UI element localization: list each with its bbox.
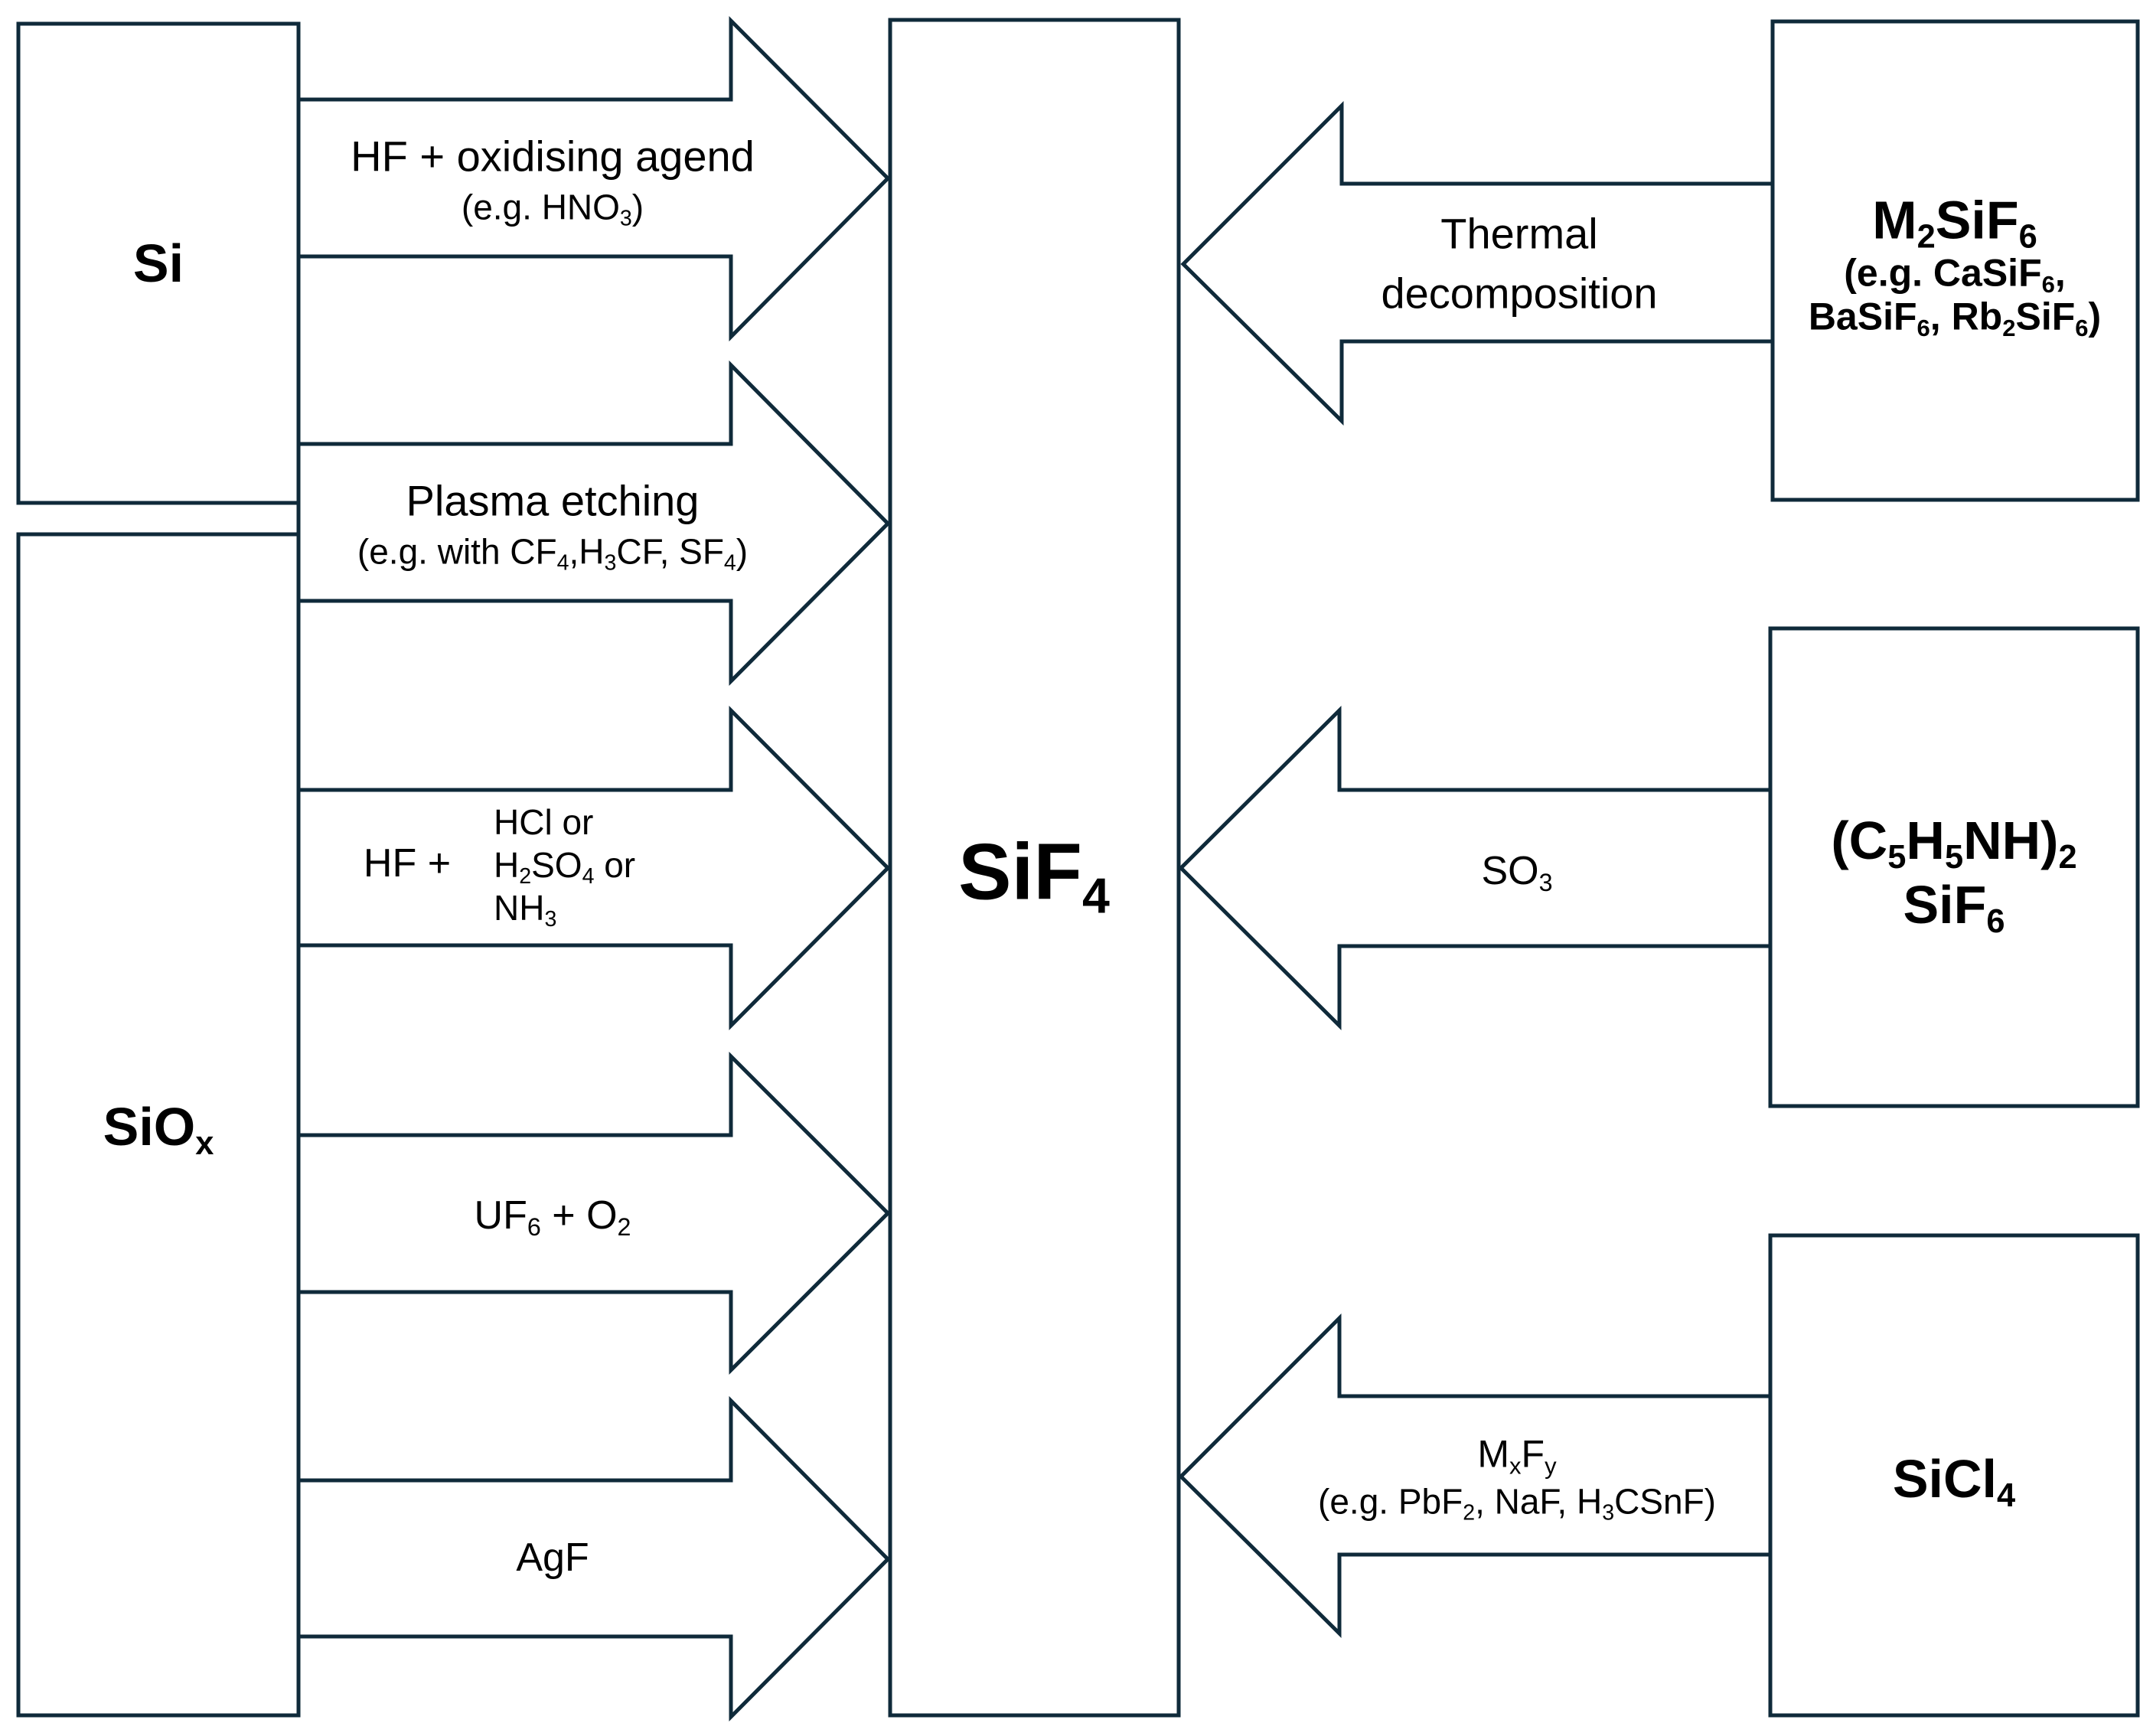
- thermal-decomposition-label: Thermal decomposition: [1381, 209, 1658, 318]
- hf-oxidising-example: (e.g. HNO3): [461, 187, 644, 231]
- plasma-etching-label: Plasma etching (e.g. with CF4,H3CF, SF4): [357, 476, 749, 576]
- siox-label: SiOx: [103, 1097, 214, 1163]
- mxfy-formula: MxFy: [1477, 1432, 1557, 1480]
- hf-acid-nh3: NH3: [494, 888, 557, 932]
- si-box: [16, 21, 301, 505]
- m2sif6-label: M2SiF6 (e.g. CaSiF6, BaSiF6, Rb2SiF6): [1808, 189, 2102, 341]
- m2sif6-example-2: BaSiF6, Rb2SiF6): [1808, 295, 2102, 341]
- m2sif6-box: [1770, 19, 2140, 502]
- hf-acid-h2so4: H2SO4 or: [494, 844, 636, 889]
- arrow-uf6: [296, 1051, 891, 1375]
- mxfy-example: (e.g. PbF2, NaF, H3CSnF): [1318, 1481, 1716, 1526]
- arrow-thermal-decomposition: [1180, 100, 1775, 426]
- hf-oxidising-label: HF + oxidising agend (e.g. HNO3): [351, 132, 755, 231]
- arrow-plasma-etching: [296, 360, 891, 687]
- arrow-hf-oxidising: [296, 15, 891, 342]
- plasma-etching-example: (e.g. with CF4,H3CF, SF4): [357, 531, 749, 576]
- sicl4-box: [1768, 1233, 2140, 1718]
- m2sif6-formula: M2SiF6: [1872, 190, 2037, 256]
- pyridinium-sif6-label: (C5H5NH)2 SiF6: [1831, 808, 2077, 941]
- pyridinium-sif6-box: [1768, 626, 2140, 1108]
- arrow-so3: [1178, 705, 1773, 1031]
- sicl4-label: SiCl4: [1892, 1449, 2016, 1515]
- uf6-label: UF6 + O2: [474, 1193, 631, 1242]
- sif4-label: SiF4: [958, 827, 1110, 924]
- arrow-hf-acid: [296, 705, 891, 1031]
- hf-acid-options: HCl or H2SO4 or NH3: [494, 801, 636, 932]
- so3-label: SO3: [1481, 849, 1553, 897]
- pyridinium-sif6-part: SiF6: [1903, 875, 2005, 941]
- arrow-mxfy: [1178, 1313, 1773, 1638]
- hf-acid-prefix: HF +: [363, 841, 452, 886]
- pyridinium-formula: (C5H5NH)2: [1831, 811, 2077, 876]
- m2sif6-example-1: (e.g. CaSiF6,: [1844, 250, 2066, 298]
- mxfy-label: MxFy (e.g. PbF2, NaF, H3CSnF): [1318, 1430, 1716, 1526]
- sif4-box: [888, 18, 1181, 1718]
- si-label: Si: [132, 233, 184, 293]
- siox-box: [16, 532, 301, 1718]
- agf-label: AgF: [516, 1535, 589, 1580]
- arrow-agf: [296, 1395, 891, 1722]
